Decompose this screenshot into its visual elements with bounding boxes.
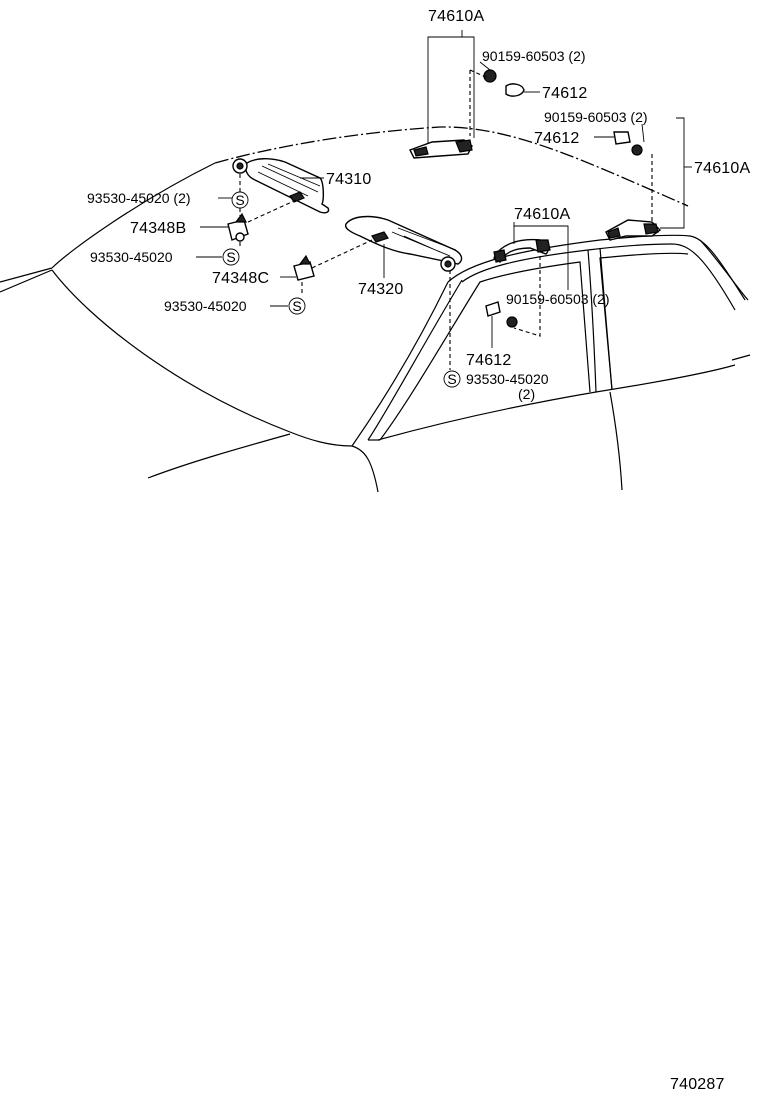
leader-lines <box>196 30 692 370</box>
label-93530-right-qty: (2) <box>518 386 535 402</box>
label-74348b: 74348B <box>130 220 186 237</box>
s-symbol-mid: S <box>222 248 240 266</box>
svg-text:S: S <box>235 192 244 208</box>
s-symbol-upper: S <box>231 191 249 209</box>
assist-grip-right <box>605 131 662 241</box>
label-74348c: 74348C <box>212 270 269 287</box>
label-74612-top: 74612 <box>542 85 588 102</box>
svg-text:S: S <box>226 249 235 265</box>
label-screw-mid-right: 90159-60503 (2) <box>506 291 610 307</box>
label-93530-mid: 93530-45020 <box>90 249 173 265</box>
label-74310: 74310 <box>326 171 372 188</box>
vehicle-outline <box>0 126 751 493</box>
label-74612-mid: 74612 <box>466 352 512 369</box>
sun-visor-74310 <box>232 158 330 214</box>
assist-grip-top <box>409 69 525 159</box>
label-93530-lower: 93530-45020 <box>164 298 247 314</box>
visor-holder-74348c <box>293 254 315 281</box>
label-93530-upper: 93530-45020 (2) <box>87 190 191 206</box>
label-screw-right: 90159-60503 (2) <box>544 109 648 125</box>
svg-text:S: S <box>447 371 456 387</box>
label-74612-right: 74612 <box>534 130 580 147</box>
s-symbol-lower: S <box>288 297 306 315</box>
label-screw-top: 90159-60503 (2) <box>482 48 586 64</box>
label-93530-right: 93530-45020 <box>466 371 549 387</box>
label-74610a-top: 74610A <box>428 8 484 25</box>
visor-holder-74348b <box>227 212 249 242</box>
label-74320: 74320 <box>358 281 404 298</box>
s-symbols: S S S S <box>222 191 461 388</box>
sun-visor-74320 <box>344 215 463 272</box>
label-74610a-right: 74610A <box>694 160 750 177</box>
svg-text:S: S <box>292 298 301 314</box>
s-symbol-right: S <box>443 370 461 388</box>
label-74610a-mid: 74610A <box>514 206 570 223</box>
diagram-code: 740287 <box>670 1076 725 1093</box>
part-labels: 74610A 90159-60503 (2) 74612 90159-60503… <box>87 8 750 402</box>
